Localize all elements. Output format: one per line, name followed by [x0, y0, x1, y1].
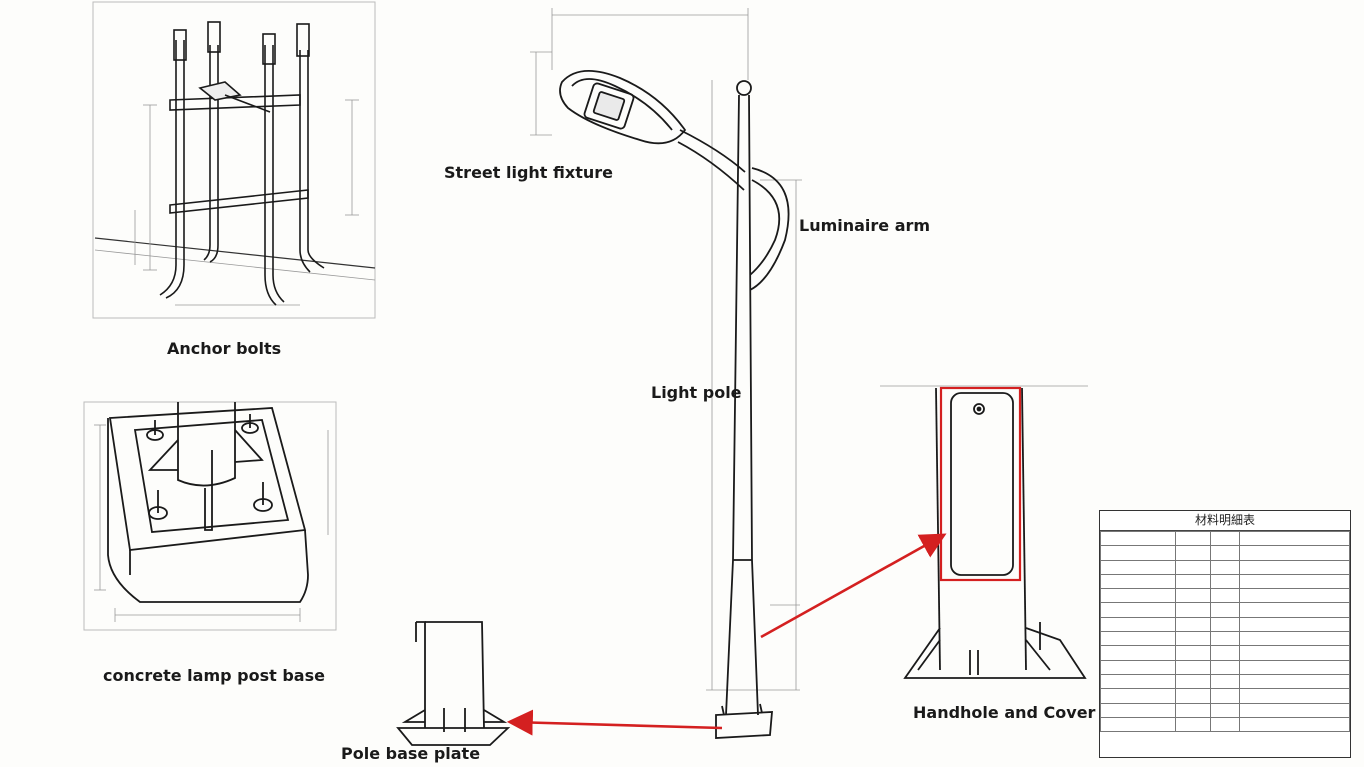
table-cell: [1239, 588, 1350, 604]
table-row: [1100, 573, 1350, 590]
table-cell: [1100, 602, 1176, 618]
table-cell: [1209, 559, 1241, 575]
table-cell: [1174, 659, 1211, 675]
table-cell: [1209, 673, 1241, 690]
table-cell: [1100, 559, 1176, 575]
table-cell: [1239, 645, 1350, 661]
table-cell: [1100, 616, 1176, 633]
table-cell: [1239, 659, 1350, 675]
materials-body: [1100, 545, 1350, 733]
table-cell: [1100, 545, 1176, 561]
table-cell: [1100, 673, 1176, 690]
anchor-bolts-drawing: [92, 1, 376, 319]
table-cell: [1209, 602, 1241, 618]
table-cell: [1174, 673, 1211, 690]
label-light-pole: Light pole: [651, 383, 742, 402]
table-cell: [1209, 616, 1241, 633]
table-cell: [1100, 645, 1176, 661]
table-cell: [1209, 716, 1241, 733]
table-cell: [1174, 702, 1211, 718]
table-cell: [1100, 702, 1176, 718]
header-cell: [1209, 530, 1241, 547]
pole-base-plate-drawing: [396, 621, 511, 746]
materials-header-row: [1100, 530, 1350, 547]
table-cell: [1100, 659, 1176, 675]
table-cell: [1209, 645, 1241, 661]
table-cell: [1239, 716, 1350, 733]
table-cell: [1239, 688, 1350, 704]
header-cell: [1174, 530, 1211, 547]
table-cell: [1100, 631, 1176, 647]
table-cell: [1239, 559, 1350, 575]
table-cell: [1239, 545, 1350, 561]
label-handhole-cover: Handhole and Cover: [913, 703, 1096, 722]
table-cell: [1174, 716, 1211, 733]
table-cell: [1100, 573, 1176, 590]
table-cell: [1209, 545, 1241, 561]
table-cell: [1174, 573, 1211, 590]
table-cell: [1239, 602, 1350, 618]
table-cell: [1100, 588, 1176, 604]
table-row: [1100, 659, 1350, 675]
materials-table: 材料明細表: [1099, 510, 1351, 758]
table-row: [1100, 602, 1350, 618]
header-cell: [1100, 530, 1176, 547]
table-cell: [1174, 588, 1211, 604]
table-cell: [1239, 616, 1350, 633]
table-cell: [1174, 616, 1211, 633]
table-cell: [1209, 573, 1241, 590]
table-cell: [1239, 631, 1350, 647]
table-cell: [1209, 659, 1241, 675]
table-cell: [1100, 716, 1176, 733]
table-cell: [1239, 573, 1350, 590]
materials-table-title: 材料明細表: [1100, 511, 1350, 531]
table-cell: [1209, 588, 1241, 604]
table-cell: [1239, 702, 1350, 718]
table-row: [1100, 702, 1350, 718]
label-luminaire-arm: Luminaire arm: [799, 216, 931, 235]
arrow-to-handhole: [760, 533, 947, 639]
handhole-drawing: [880, 385, 1088, 679]
callout-arrows: [506, 533, 947, 736]
table-row: [1100, 673, 1350, 690]
table-row: [1100, 645, 1350, 661]
table-cell: [1174, 631, 1211, 647]
table-cell: [1174, 602, 1211, 618]
table-cell: [1239, 673, 1350, 690]
table-cell: [1174, 645, 1211, 661]
table-cell: [1100, 688, 1176, 704]
label-pole-base-plate: Pole base plate: [341, 744, 481, 763]
table-row: [1100, 716, 1350, 733]
table-row: [1100, 631, 1350, 647]
label-concrete-base: concrete lamp post base: [103, 666, 325, 685]
table-cell: [1209, 688, 1241, 704]
light-pole-drawing: [530, 8, 802, 739]
header-cell: [1239, 530, 1350, 547]
table-row: [1100, 616, 1350, 633]
concrete-base-drawing: [83, 401, 337, 631]
label-street-light-fixture: Street light fixture: [444, 163, 613, 182]
table-cell: [1209, 702, 1241, 718]
label-anchor-bolts: Anchor bolts: [167, 339, 282, 358]
table-row: [1100, 559, 1350, 575]
arrow-to-base-plate: [506, 709, 723, 736]
table-cell: [1174, 545, 1211, 561]
table-row: [1100, 545, 1350, 561]
materials-grid: [1100, 530, 1350, 733]
table-row: [1100, 688, 1350, 704]
table-cell: [1174, 688, 1211, 704]
table-cell: [1209, 631, 1241, 647]
table-row: [1100, 588, 1350, 604]
table-cell: [1174, 559, 1211, 575]
